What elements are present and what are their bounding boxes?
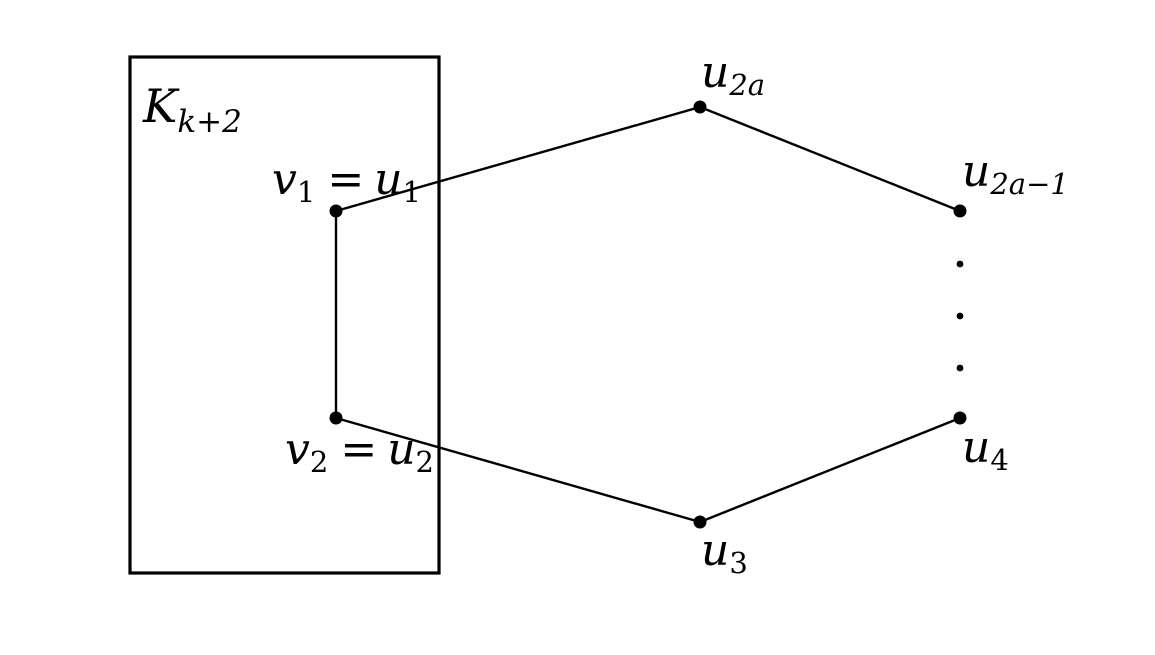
label-v1-var: v bbox=[272, 154, 297, 205]
ellipsis-dot bbox=[956, 260, 964, 268]
vertex-v1 bbox=[329, 204, 343, 218]
label-u3-main: u bbox=[701, 525, 729, 576]
clique-label: Kk+2 bbox=[142, 79, 242, 140]
clique-box bbox=[128, 55, 441, 575]
label-v2-alias-sub: 2 bbox=[416, 445, 434, 479]
ellipsis-dot bbox=[956, 364, 964, 372]
label-v2-alias: u bbox=[387, 424, 415, 475]
label-u3-sub: 3 bbox=[729, 546, 747, 580]
ellipsis-dot bbox=[956, 312, 964, 320]
clique-label-sub: k+2 bbox=[177, 104, 241, 140]
label-u2a-sub: 2a bbox=[728, 68, 765, 102]
vertex-u2a bbox=[693, 100, 707, 114]
label-u2a: u2a bbox=[701, 47, 765, 102]
edge-u2a-u2a-minus-1 bbox=[699, 105, 961, 213]
label-v2: v2=u2 bbox=[285, 424, 434, 479]
vertex-u2a-minus-1 bbox=[953, 204, 967, 218]
label-u2a-minus-1-main: u bbox=[962, 146, 990, 197]
edge-v2-u3 bbox=[335, 416, 701, 524]
label-v1-eq: = bbox=[327, 154, 364, 205]
label-u4: u4 bbox=[962, 422, 1009, 477]
label-v1-alias: u bbox=[374, 154, 402, 205]
label-v2-var-sub: 2 bbox=[310, 445, 328, 479]
label-u2a-minus-1: u2a−1 bbox=[962, 146, 1069, 201]
label-u3: u3 bbox=[701, 525, 748, 580]
edge-u3-u4 bbox=[699, 416, 961, 524]
vertex-u4 bbox=[953, 411, 967, 425]
label-u2a-minus-1-sub: 2a−1 bbox=[989, 167, 1069, 201]
clique-label-main: K bbox=[142, 79, 180, 133]
label-v2-var: v bbox=[285, 424, 310, 475]
vertex-u3 bbox=[693, 515, 707, 529]
label-v1: v1=u1 bbox=[272, 154, 421, 209]
label-v1-var-sub: 1 bbox=[297, 175, 315, 209]
label-u4-sub: 4 bbox=[990, 443, 1008, 477]
label-u4-main: u bbox=[962, 422, 990, 473]
edge-v1-u2a bbox=[335, 105, 701, 213]
label-v1-alias-sub: 1 bbox=[403, 175, 421, 209]
vertex-v2 bbox=[329, 411, 343, 425]
label-v2-eq: = bbox=[340, 424, 377, 475]
label-u2a-main: u bbox=[701, 47, 729, 98]
